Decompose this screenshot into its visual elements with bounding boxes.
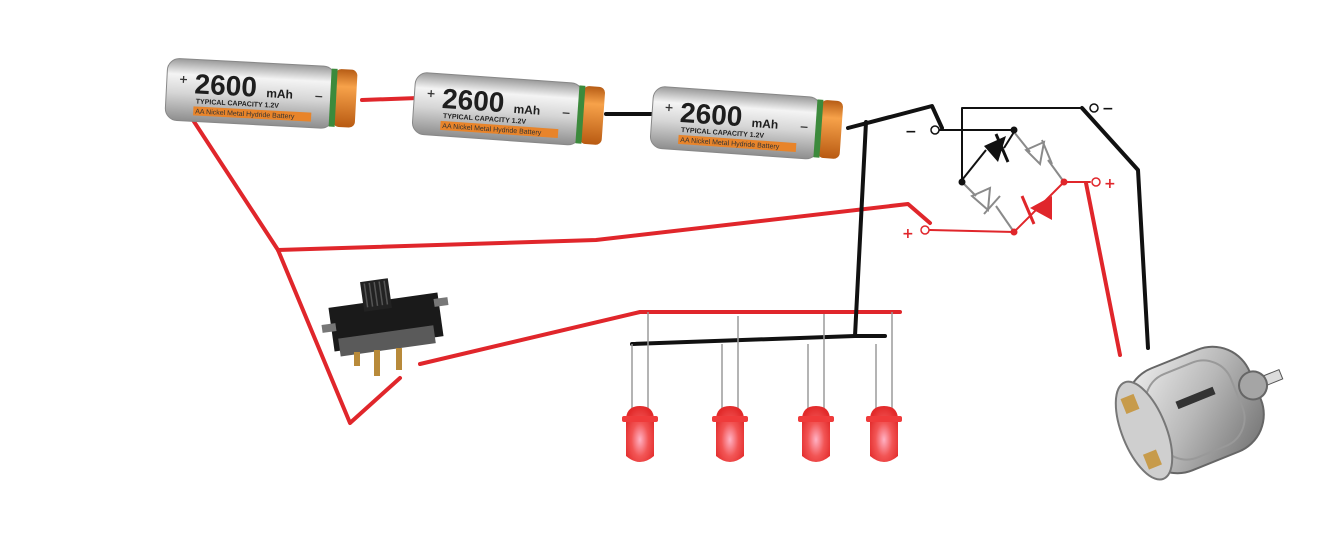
battery-positive-sign: + — [664, 101, 674, 115]
wire-battery3-to-bridge-minus — [846, 104, 944, 130]
wire-battery1-to-battery2 — [360, 96, 420, 102]
red-wires — [170, 86, 1122, 425]
red-led-icon — [798, 314, 834, 462]
diode-icon — [1020, 195, 1052, 225]
terminal-output-minus: − — [1089, 101, 1114, 117]
battery-capacity: 2600 — [441, 83, 505, 118]
terminal-input-minus-label: − — [905, 124, 917, 140]
led-array — [622, 312, 902, 462]
diode-icon — [1013, 131, 1065, 183]
wire-led-cathode-bus — [630, 334, 887, 346]
dc-motor-icon — [1114, 345, 1284, 481]
battery-positive-sign: + — [426, 87, 436, 101]
wire-bridge-minus-to-motor — [1080, 106, 1150, 350]
battery-unit: mAh — [266, 86, 293, 101]
wire-bridge-to-motor-plus — [1084, 181, 1122, 357]
wire-branch-to-bridge-plus — [276, 202, 932, 252]
red-led-icon — [866, 312, 902, 462]
bridge-rectifier — [958, 126, 1068, 236]
terminal-output-plus-label: + — [1104, 176, 1116, 192]
red-led-icon — [622, 312, 658, 462]
slide-switch-icon — [321, 278, 449, 376]
battery-negative-sign: − — [314, 90, 324, 103]
battery-negative-sign: − — [799, 120, 809, 134]
red-led-icon — [712, 316, 748, 462]
wire-led-cathode-drop — [853, 120, 868, 338]
battery-capacity: 2600 — [679, 97, 743, 132]
battery-negative-sign: − — [561, 106, 571, 120]
terminal-input-plus-label: + — [902, 226, 914, 242]
battery-positive-sign: + — [179, 73, 189, 86]
terminal-output-plus: + — [1091, 176, 1116, 192]
wire-bridge-minus-line — [937, 107, 1081, 131]
battery-capacity: 2600 — [194, 68, 258, 102]
terminal-input-minus: − — [905, 124, 940, 140]
battery-type-line: TYPICAL CAPACITY 1.2V — [196, 99, 280, 110]
battery-unit: mAh — [751, 116, 779, 132]
black-wires — [604, 104, 1150, 350]
wire-battery-to-switch — [170, 86, 402, 425]
battery-unit: mAh — [513, 102, 541, 118]
diode-icon — [961, 181, 1015, 233]
diode-icon — [961, 131, 1015, 181]
terminal-output-minus-label: − — [1102, 101, 1114, 117]
terminal-input-plus: + — [902, 225, 930, 242]
wire-switch-to-led-anode — [418, 310, 902, 366]
